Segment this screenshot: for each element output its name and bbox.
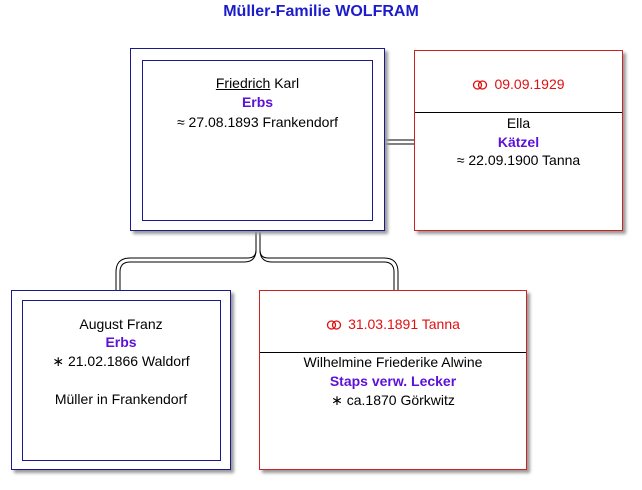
chart-title: Müller-Familie WOLFRAM [223,3,419,20]
person-surname: Staps verw. Lecker [329,373,457,389]
person-given-name: Ella [506,115,531,131]
person-birth: ∗ ca.1870 Görkwitz [331,392,455,408]
person-box-august-franz[interactable]: August Franz Erbs ∗ 21.02.1866 Waldorf M… [11,290,231,470]
marriage-date-text: 09.09.1929 [494,76,565,92]
person-surname: Erbs [105,334,137,350]
box-divider [415,112,622,113]
person-box-wilhelmine[interactable]: 31.03.1891 Tanna Wilhelmine Friederike A… [259,290,527,470]
person-given-name: Friedrich Karl [131,75,384,91]
person-box-ella-katzel[interactable]: 09.09.1929 Ella Kätzel ≈ 22.09.1900 Tann… [414,50,623,231]
wedding-rings-icon [473,80,488,90]
person-birth: ∗ 21.02.1866 Waldorf [52,353,190,369]
person-box-inner-border [142,60,373,221]
person-note: Müller in Frankendorf [54,391,188,407]
marriage-date: 31.03.1891 Tanna [260,316,526,332]
parent-connector-outer [119,230,395,290]
marriage-date-text: 31.03.1891 Tanna [348,316,460,332]
marriage-connector [385,139,414,145]
person-surname: Kätzel [497,134,540,150]
person-box-friedrich-karl[interactable]: Friedrich Karl Erbs ≈ 27.08.1893 Franken… [130,48,385,231]
wedding-rings-icon [326,320,342,330]
person-birth: ≈ 22.09.1900 Tanna [456,152,581,168]
person-surname: Erbs [241,94,274,110]
box-divider [260,352,526,353]
person-box-inner-border [22,300,221,461]
person-birth: ≈ 27.08.1893 Frankendorf [176,114,338,130]
given-name-underlined: Friedrich [215,75,271,91]
given-name-rest: Karl [270,75,300,91]
person-given-name: August Franz [79,316,163,332]
person-given-name: Wilhelmine Friederike Alwine [303,354,483,370]
parent-connector-inner [115,249,399,290]
marriage-date: 09.09.1929 [415,76,622,92]
